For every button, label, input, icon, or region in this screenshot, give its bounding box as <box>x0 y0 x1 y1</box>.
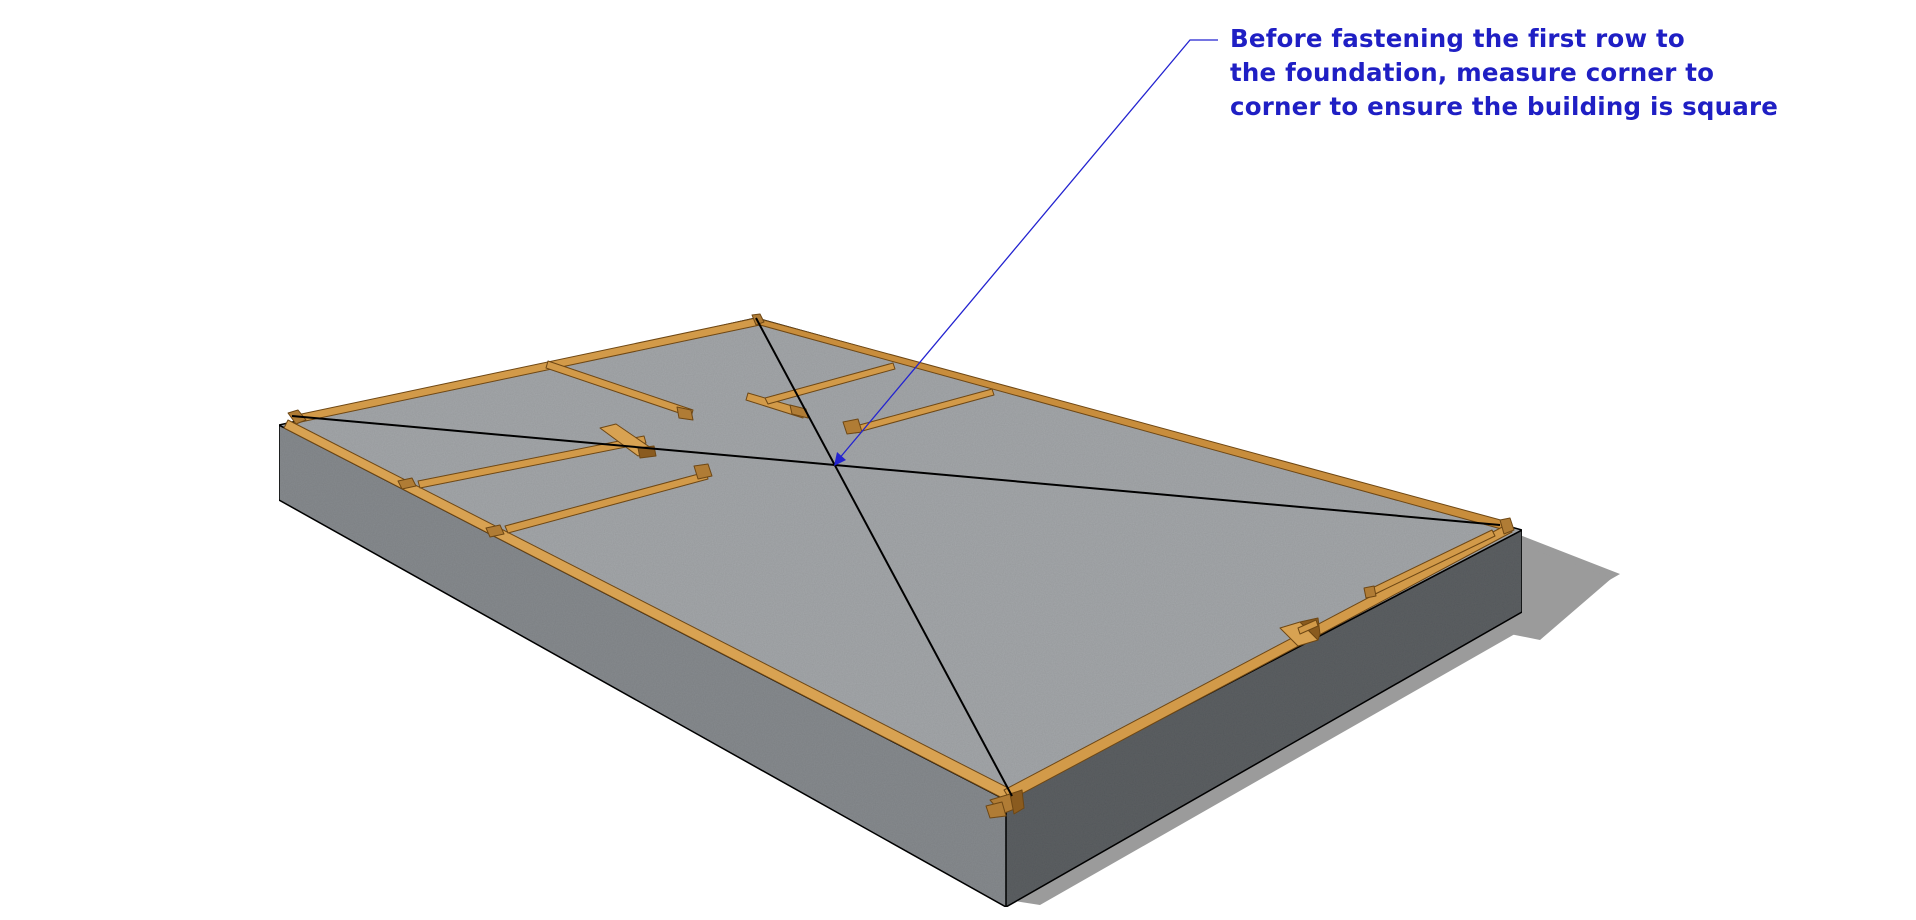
stub-left-2 <box>485 524 505 538</box>
stub-back-a-end <box>676 406 694 421</box>
leader-line <box>837 39 1218 461</box>
stub-mid-b-end <box>789 404 809 419</box>
annotation-line-1: Before fastening the first row to <box>1230 24 1685 53</box>
stub-d-end <box>842 418 863 435</box>
stub-left-1 <box>397 477 417 490</box>
annotation-line-3: corner to ensure the building is square <box>1230 92 1779 121</box>
diagonal-line-1 <box>291 415 1501 526</box>
corner-block-front-side <box>1009 789 1025 815</box>
annotation-line-2: the foundation, measure corner to <box>1230 58 1715 87</box>
stub-front-block <box>985 801 1007 819</box>
corner-block-right <box>1499 517 1515 535</box>
arrowhead-icon <box>834 452 846 466</box>
stub-right-g-end <box>1363 585 1377 599</box>
stub-f <box>504 471 709 534</box>
annotation-callout: Before fastening the first row to the fo… <box>1230 22 1790 124</box>
diagonal-line-2 <box>755 317 1013 797</box>
corner-block-back <box>751 313 765 326</box>
stub-f-end <box>693 463 713 480</box>
stub-right-h <box>1297 619 1319 635</box>
stub-e <box>417 435 647 489</box>
timber-frame <box>283 313 1515 815</box>
